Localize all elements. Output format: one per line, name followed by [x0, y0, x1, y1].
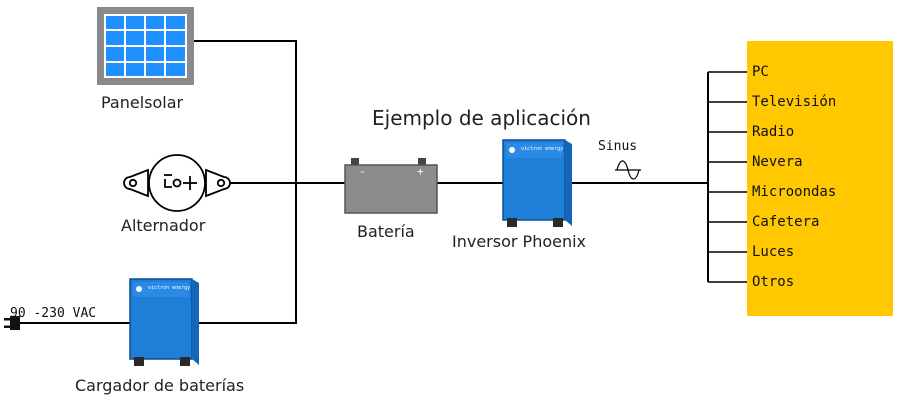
sinus-label: Sinus [598, 139, 638, 154]
inverter-icon [502, 139, 572, 227]
sine-wave-icon [615, 160, 641, 180]
load-item-television: Televisión [752, 94, 837, 110]
inverter-brand-text: victron energy [521, 146, 564, 152]
charger-icon [129, 278, 199, 366]
plug-icon [4, 316, 20, 330]
loads-panel [747, 41, 893, 316]
battery-icon [344, 158, 438, 214]
load-item-coffee-maker: Cafetera [752, 214, 820, 230]
solar-panel-icon [97, 7, 194, 85]
wiring [20, 40, 709, 324]
load-item-pc: PC [752, 64, 769, 80]
charger-brand-text: victron energy [148, 285, 191, 291]
load-item-others: Otros [752, 274, 795, 290]
battery-label: Batería [357, 222, 415, 241]
diagram-title: Ejemplo de aplicación [372, 106, 591, 130]
battery-positive-terminal: + [417, 165, 424, 178]
solar-panel-label: Panelsolar [101, 93, 184, 112]
ac-input-label: 90 -230 VAC [10, 306, 97, 321]
alternator-icon [123, 154, 231, 212]
load-branches [708, 71, 750, 283]
load-item-lights: Luces [752, 244, 795, 260]
charger-label: Cargador de baterías [75, 376, 245, 395]
alternator-label: Alternador [121, 216, 206, 235]
battery-negative-terminal: - [359, 165, 366, 178]
load-item-microwave: Microondas [752, 184, 837, 200]
load-item-radio: Radio [752, 124, 795, 140]
load-item-fridge: Nevera [752, 154, 803, 170]
inverter-label: Inversor Phoenix [452, 232, 587, 251]
